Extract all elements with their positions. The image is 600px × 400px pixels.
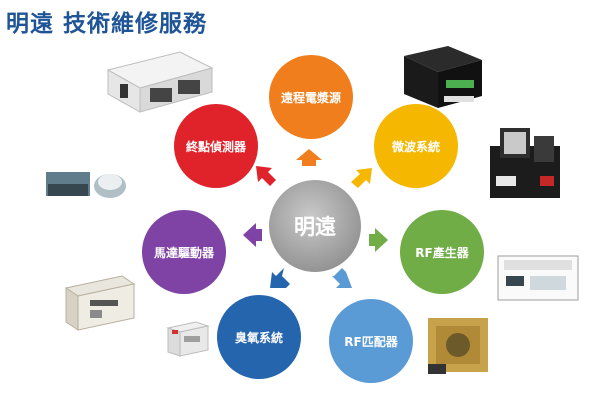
node-ozone: 臭氧系統 — [217, 295, 301, 379]
equipment-photo-ozone — [166, 321, 210, 357]
node-label: 臭氧系統 — [235, 330, 283, 345]
node-endpoint: 終點偵測器 — [174, 104, 258, 188]
node-label: 終點偵測器 — [186, 139, 247, 154]
arrow-down-right-icon — [332, 268, 352, 288]
arrow-down-left-icon — [270, 268, 290, 288]
arrow-up-left-icon — [256, 166, 276, 186]
arrow-right-icon — [369, 228, 388, 252]
equipment-photo-remote-power — [404, 46, 482, 108]
center-node: 明遠 — [269, 180, 361, 272]
equipment-photo-motor-driver — [64, 275, 136, 331]
arrow-up-right-icon — [351, 168, 372, 188]
node-motor-driver: 馬達驅動器 — [142, 210, 226, 294]
page-title: 明遠 技術維修服務 — [6, 11, 208, 37]
node-label: RF產生器 — [415, 245, 469, 260]
equipment-photo-endpoint-2 — [46, 172, 126, 198]
equipment-photo-microwave — [490, 128, 560, 198]
equipment-photo-rf-generator — [497, 255, 579, 301]
equipment-photo-rf-matching — [428, 318, 488, 374]
arrow-left-icon — [243, 223, 262, 247]
node-label: 遠程電漿源 — [281, 90, 341, 105]
node-microwave: 微波系統 — [374, 104, 458, 188]
equipment-photo-endpoint — [106, 51, 214, 113]
node-label: 馬達驅動器 — [154, 245, 215, 260]
arrows — [243, 149, 388, 288]
node-rf-generator: RF產生器 — [400, 210, 484, 294]
arrow-up-icon — [296, 149, 322, 166]
node-label: RF匹配器 — [344, 334, 398, 349]
center-label: 明遠 — [294, 215, 336, 239]
node-remote-power: 遠程電漿源 — [269, 55, 353, 139]
node-label: 微波系統 — [391, 139, 440, 154]
node-rf-matching: RF匹配器 — [329, 299, 413, 383]
